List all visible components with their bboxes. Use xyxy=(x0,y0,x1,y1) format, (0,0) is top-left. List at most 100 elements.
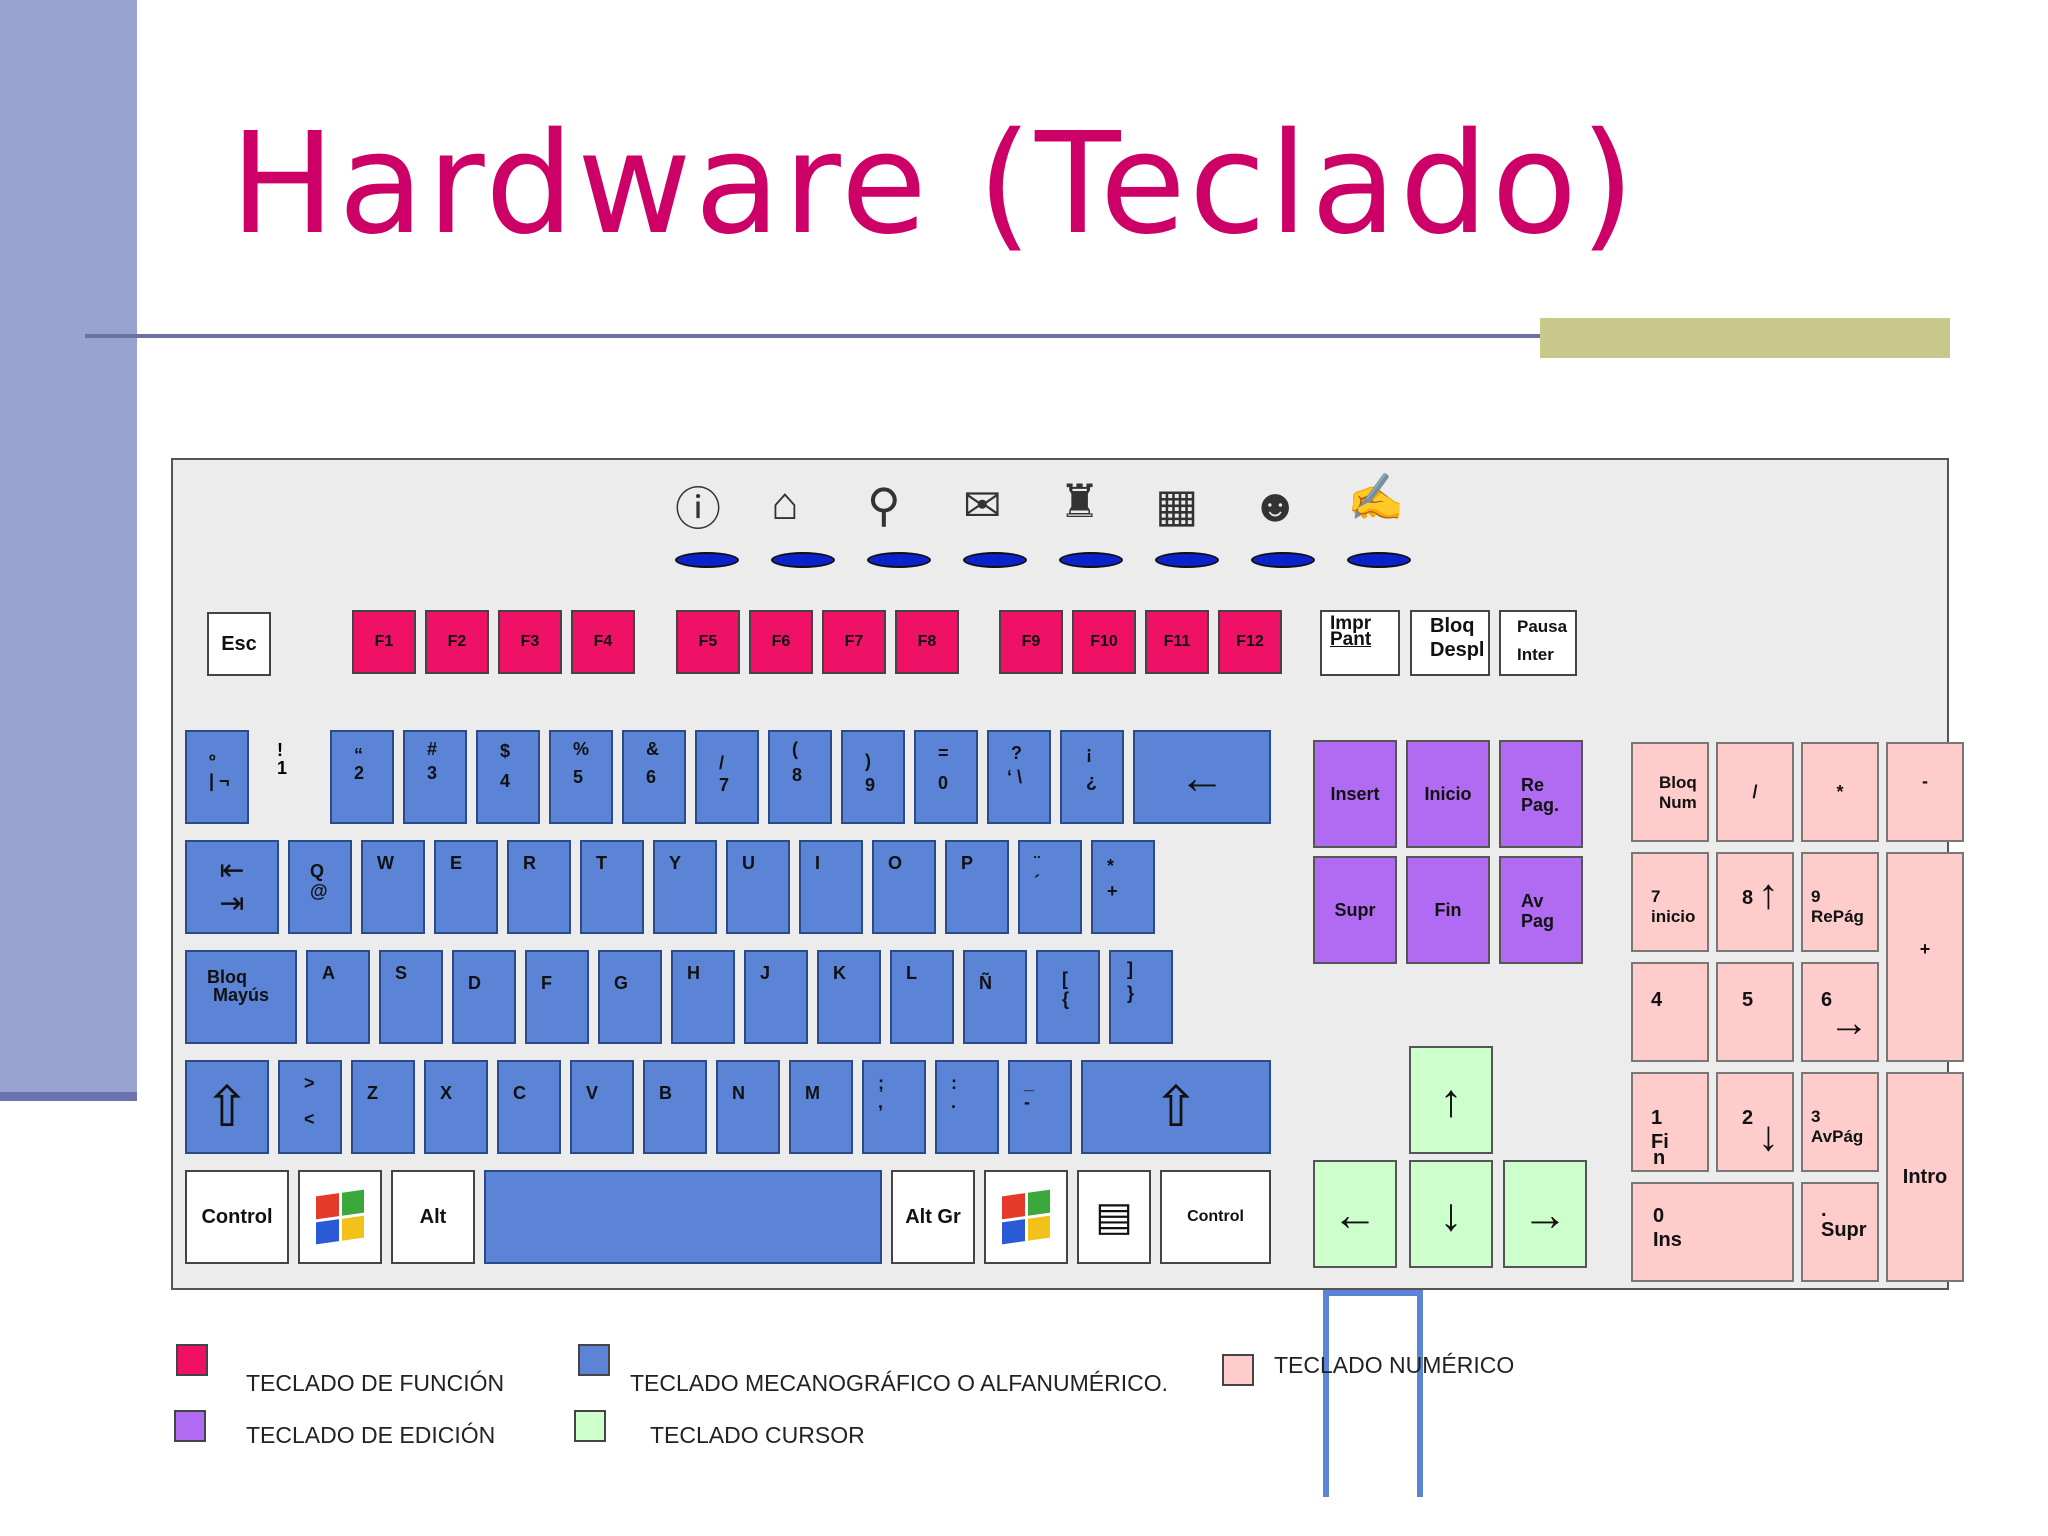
key-space[interactable] xyxy=(484,1170,882,1264)
key-left-shift[interactable]: ⇧ xyxy=(185,1060,269,1154)
key-s[interactable]: S xyxy=(379,950,443,1044)
key-num-7[interactable]: 7 inicio xyxy=(1631,852,1709,952)
key-m[interactable]: M xyxy=(789,1060,853,1154)
key-num-multiply[interactable]: * xyxy=(1801,742,1879,842)
key-colon[interactable]: : . xyxy=(935,1060,999,1154)
key-insert[interactable]: Insert xyxy=(1313,740,1397,848)
key-f6[interactable]: F6 xyxy=(749,610,813,674)
key-right-windows[interactable] xyxy=(984,1170,1068,1264)
key-left-windows[interactable] xyxy=(298,1170,382,1264)
key-menu[interactable]: ▤ xyxy=(1077,1170,1151,1264)
key-arrow-left[interactable]: ← xyxy=(1313,1160,1397,1268)
key-delete[interactable]: Supr xyxy=(1313,856,1397,964)
key-question[interactable]: ? ‘ \ xyxy=(987,730,1051,824)
key-f2[interactable]: F2 xyxy=(425,610,489,674)
key-bracket-open[interactable]: [ { xyxy=(1036,950,1100,1044)
key-num-add[interactable]: + xyxy=(1886,852,1964,1062)
key-f11[interactable]: F11 xyxy=(1145,610,1209,674)
key-9[interactable]: ) 9 xyxy=(841,730,905,824)
key-n[interactable]: N xyxy=(716,1060,780,1154)
key-8[interactable]: ( 8 xyxy=(768,730,832,824)
key-num-4[interactable]: 4 xyxy=(1631,962,1709,1062)
key-f7[interactable]: F7 xyxy=(822,610,886,674)
key-5[interactable]: % 5 xyxy=(549,730,613,824)
key-f3[interactable]: F3 xyxy=(498,610,562,674)
key-e[interactable]: E xyxy=(434,840,498,934)
key-j[interactable]: J xyxy=(744,950,808,1044)
media-button[interactable] xyxy=(1347,552,1411,568)
key-alt-gr[interactable]: Alt Gr xyxy=(891,1170,975,1264)
key-d[interactable]: D xyxy=(452,950,516,1044)
key-o[interactable]: O xyxy=(872,840,936,934)
key-num-1[interactable]: 1 Fi n xyxy=(1631,1072,1709,1172)
key-f4[interactable]: F4 xyxy=(571,610,635,674)
key-l[interactable]: L xyxy=(890,950,954,1044)
key-num-divide[interactable]: / xyxy=(1716,742,1794,842)
key-f5[interactable]: F5 xyxy=(676,610,740,674)
key-num-3[interactable]: 3 AvPág xyxy=(1801,1072,1879,1172)
key-0[interactable]: = 0 xyxy=(914,730,978,824)
media-button[interactable] xyxy=(1155,552,1219,568)
key-num-9[interactable]: 9 RePág xyxy=(1801,852,1879,952)
key-left-control[interactable]: Control xyxy=(185,1170,289,1264)
key-page-down[interactable]: Av Pag xyxy=(1499,856,1583,964)
key-v[interactable]: V xyxy=(570,1060,634,1154)
key-num-5[interactable]: 5 xyxy=(1716,962,1794,1062)
key-6[interactable]: & 6 xyxy=(622,730,686,824)
key-7[interactable]: / 7 xyxy=(695,730,759,824)
key-plus[interactable]: * + xyxy=(1091,840,1155,934)
key-esc[interactable]: Esc xyxy=(207,612,271,676)
key-end[interactable]: Fin xyxy=(1406,856,1490,964)
key-num-8[interactable]: 8 ↑ xyxy=(1716,852,1794,952)
key-t[interactable]: T xyxy=(580,840,644,934)
key-f8[interactable]: F8 xyxy=(895,610,959,674)
key-num-0[interactable]: 0 Ins xyxy=(1631,1182,1794,1282)
key-arrow-right[interactable]: → xyxy=(1503,1160,1587,1268)
key-r[interactable]: R xyxy=(507,840,571,934)
key-bracket-close[interactable]: ] } xyxy=(1109,950,1173,1044)
key-k[interactable]: K xyxy=(817,950,881,1044)
key-p[interactable]: P xyxy=(945,840,1009,934)
key-c[interactable]: C xyxy=(497,1060,561,1154)
key-num-subtract[interactable]: - xyxy=(1886,742,1964,842)
key-num-2[interactable]: 2 ↓ xyxy=(1716,1072,1794,1172)
media-button[interactable] xyxy=(771,552,835,568)
key-2[interactable]: “ 2 xyxy=(330,730,394,824)
key-arrow-up[interactable]: ↑ xyxy=(1409,1046,1493,1154)
key-less-than[interactable]: > < xyxy=(278,1060,342,1154)
key-4[interactable]: $ 4 xyxy=(476,730,540,824)
key-f[interactable]: F xyxy=(525,950,589,1044)
key-enie[interactable]: Ñ xyxy=(963,950,1027,1044)
media-button[interactable] xyxy=(1251,552,1315,568)
key-y[interactable]: Y xyxy=(653,840,717,934)
key-ordinal[interactable]: º | ¬ xyxy=(185,730,249,824)
key-home[interactable]: Inicio xyxy=(1406,740,1490,848)
key-f1[interactable]: F1 xyxy=(352,610,416,674)
key-print-screen[interactable]: Impr Pant xyxy=(1320,610,1400,676)
key-num-6[interactable]: 6 → xyxy=(1801,962,1879,1062)
key-f12[interactable]: F12 xyxy=(1218,610,1282,674)
media-button[interactable] xyxy=(1059,552,1123,568)
key-q[interactable]: Q @ xyxy=(288,840,352,934)
key-f9[interactable]: F9 xyxy=(999,610,1063,674)
key-caps-lock[interactable]: Bloq Mayús xyxy=(185,950,297,1044)
key-f10[interactable]: F10 xyxy=(1072,610,1136,674)
key-right-shift[interactable]: ⇧ xyxy=(1081,1060,1271,1154)
key-x[interactable]: X xyxy=(424,1060,488,1154)
key-dash[interactable]: _ - xyxy=(1008,1060,1072,1154)
key-exclamation-inverted[interactable]: ¡ ¿ xyxy=(1060,730,1124,824)
key-b[interactable]: B xyxy=(643,1060,707,1154)
key-right-control[interactable]: Control xyxy=(1160,1170,1271,1264)
media-button[interactable] xyxy=(963,552,1027,568)
key-i[interactable]: I xyxy=(799,840,863,934)
key-3[interactable]: # 3 xyxy=(403,730,467,824)
key-num-enter[interactable]: Intro xyxy=(1886,1072,1964,1282)
key-num-decimal[interactable]: . Supr xyxy=(1801,1182,1879,1282)
key-z[interactable]: Z xyxy=(351,1060,415,1154)
key-alt[interactable]: Alt xyxy=(391,1170,475,1264)
media-button[interactable] xyxy=(867,552,931,568)
key-pause[interactable]: Pausa Inter xyxy=(1499,610,1577,676)
key-g[interactable]: G xyxy=(598,950,662,1044)
key-num-lock[interactable]: Bloq Num xyxy=(1631,742,1709,842)
key-h[interactable]: H xyxy=(671,950,735,1044)
